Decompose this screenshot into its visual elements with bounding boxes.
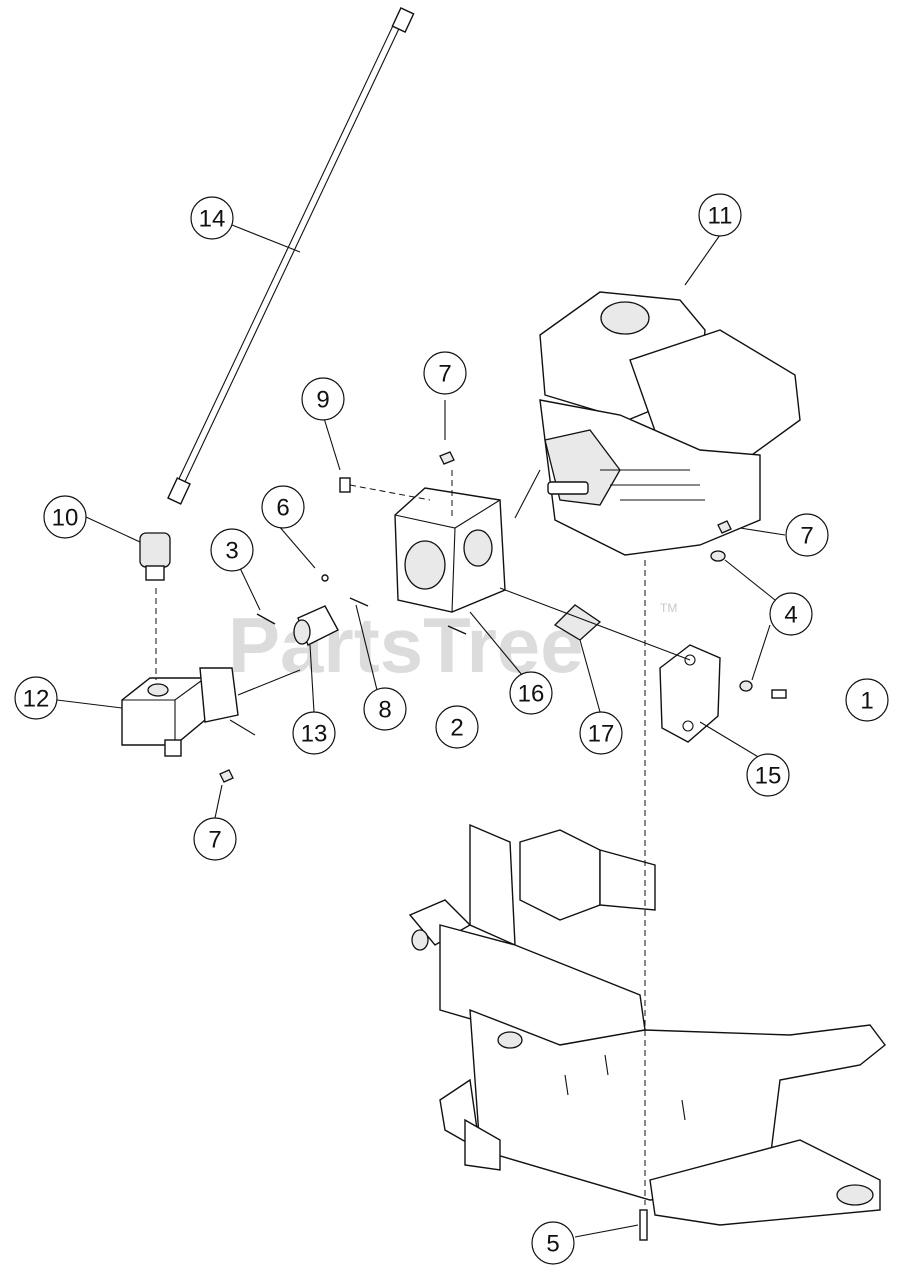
- assembly-lines: [155, 469, 691, 1205]
- callout-12[interactable]: 12: [14, 676, 58, 720]
- callout-16[interactable]: 16: [509, 671, 553, 715]
- callout-label: 7: [438, 361, 451, 388]
- leader-lines: [56, 224, 786, 1238]
- callout-label: 12: [23, 686, 50, 713]
- callout-label: 7: [800, 523, 813, 550]
- callout-14[interactable]: 14: [190, 196, 234, 240]
- part-engine: [539, 291, 801, 556]
- part-frame: [408, 823, 886, 1226]
- callout-label: 8: [378, 697, 391, 724]
- callout-label: 15: [755, 763, 782, 790]
- callout-4[interactable]: 4: [769, 592, 813, 636]
- callout-label: 7: [208, 827, 221, 854]
- callout-5[interactable]: 5: [531, 1221, 575, 1265]
- callout-label: 13: [301, 721, 328, 748]
- part-fitting: [139, 532, 171, 581]
- part-hardware: [219, 451, 787, 1241]
- part-hose: [167, 7, 415, 505]
- callout-label: 14: [199, 206, 226, 233]
- callout-2[interactable]: 2: [435, 705, 479, 749]
- callout-label: 11: [708, 203, 733, 230]
- callout-label: 4: [784, 602, 797, 629]
- callout-label: 10: [52, 505, 79, 532]
- callout-7-right[interactable]: 7: [785, 513, 829, 557]
- callout-8[interactable]: 8: [363, 687, 407, 731]
- part-bracket: [394, 487, 506, 613]
- callout-13[interactable]: 13: [292, 711, 336, 755]
- callout-label: 6: [276, 495, 289, 522]
- callout-label: 17: [588, 721, 615, 748]
- part-decal: [553, 604, 602, 641]
- part-cover-plate: [659, 644, 721, 743]
- callout-6[interactable]: 6: [261, 485, 305, 529]
- callout-label: 5: [546, 1231, 559, 1258]
- watermark-tm: TM: [660, 601, 677, 615]
- callout-7-top[interactable]: 7: [423, 351, 467, 395]
- part-small-pins: [256, 574, 467, 635]
- callout-3[interactable]: 3: [210, 528, 254, 572]
- callout-7-left[interactable]: 7: [193, 817, 237, 861]
- callout-10[interactable]: 10: [43, 495, 87, 539]
- part-pump: [121, 667, 239, 757]
- callout-label: 16: [518, 681, 545, 708]
- callout-label: 3: [225, 538, 238, 565]
- callout-label: 9: [316, 387, 329, 414]
- callout-17[interactable]: 17: [579, 711, 623, 755]
- callout-15[interactable]: 15: [746, 753, 790, 797]
- callout-11[interactable]: 11: [698, 193, 742, 237]
- part-coupler: [293, 605, 339, 646]
- callout-1[interactable]: 1: [845, 678, 889, 722]
- callout-9[interactable]: 9: [301, 377, 345, 421]
- callout-label: 1: [860, 688, 873, 715]
- callout-label: 2: [450, 715, 463, 742]
